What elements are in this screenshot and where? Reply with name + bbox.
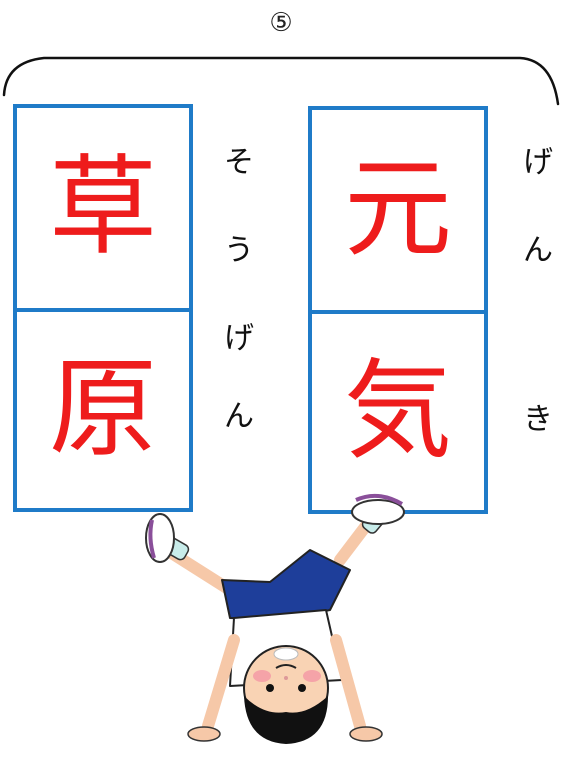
kanji-cell: 原	[17, 308, 189, 508]
kanji-card-right: 元 気	[308, 106, 488, 514]
reading-char: う	[224, 233, 254, 268]
grouping-bracket	[2, 56, 560, 106]
reading-char: ん	[224, 399, 254, 434]
question-number: ⑤	[269, 8, 293, 38]
reading-char: そ	[224, 145, 254, 180]
reading-char: き	[523, 402, 553, 437]
kanji-cell: 草	[48, 145, 157, 270]
reading-char: ん	[523, 233, 553, 268]
reading-char: げ	[523, 145, 553, 180]
kanji-card-left: 草 原	[13, 104, 193, 512]
reading-char: げ	[224, 321, 254, 356]
child-doing-handstand-icon	[145, 493, 405, 744]
kanji-cell: 気	[312, 310, 484, 510]
kanji-cell: 元	[343, 147, 452, 272]
